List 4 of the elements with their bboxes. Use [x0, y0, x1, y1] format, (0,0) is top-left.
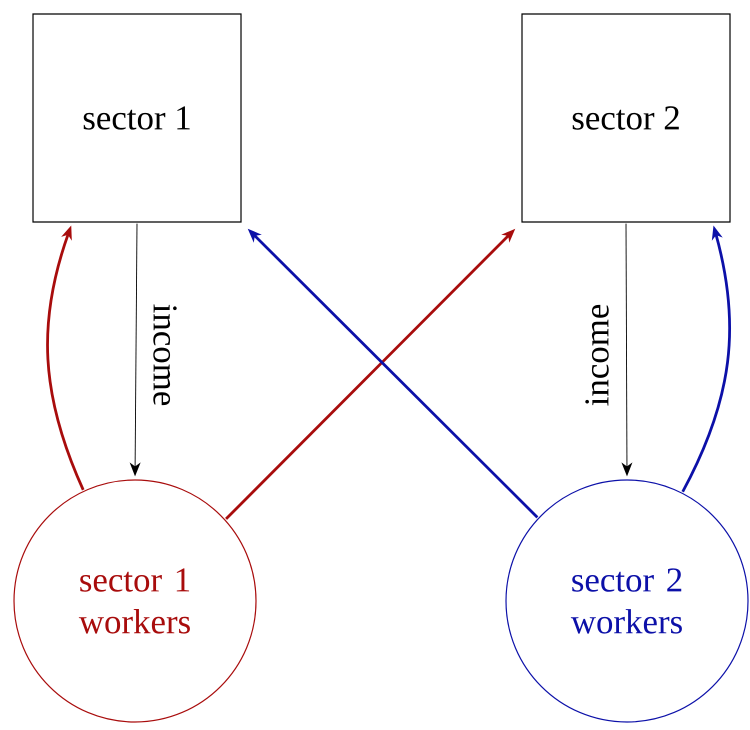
edge-label: income: [153, 304, 177, 406]
process-box: sector 1: [32, 13, 242, 223]
edge-label: income: [585, 304, 609, 406]
process-box: sector 2: [521, 13, 731, 223]
